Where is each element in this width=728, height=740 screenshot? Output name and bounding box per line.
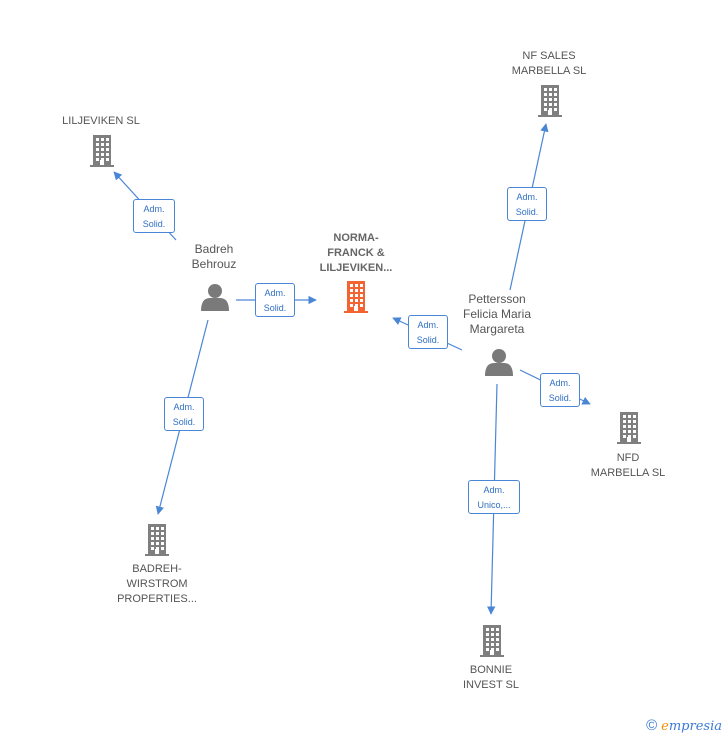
edge-label-pettersson-bonnie[interactable]: Adm. Unico,... — [468, 480, 520, 514]
brand-logo: empresia — [661, 718, 722, 734]
node-label-badreh[interactable]: Badreh Behrouz — [191, 242, 237, 271]
node-label-norma[interactable]: NORMA- FRANCK & LILJEVIKEN... — [319, 232, 393, 274]
edge-label-pettersson-nfd[interactable]: Adm. Solid. — [540, 373, 580, 407]
person-icon-badreh[interactable] — [201, 284, 229, 311]
building-icon-nfd[interactable] — [617, 412, 641, 444]
node-label-bonnie[interactable]: BONNIE INVEST SL — [462, 664, 520, 691]
person-icon-pettersson[interactable] — [485, 349, 513, 376]
node-label-badreh_wirstrom[interactable]: BADREH- WIRSTROM PROPERTIES... — [117, 563, 197, 605]
brand-footer: © empresia — [646, 717, 722, 734]
edge-label-badreh-norma[interactable]: Adm. Solid. — [255, 283, 295, 317]
node-label-liljeviken[interactable]: LILJEVIKEN SL — [62, 115, 140, 127]
edge-label-pettersson-nf_sales[interactable]: Adm. Solid. — [507, 187, 547, 221]
edge-label-badreh-liljeviken[interactable]: Adm. Solid. — [133, 199, 175, 233]
edge-label-pettersson-norma[interactable]: Adm. Solid. — [408, 315, 448, 349]
copyright-symbol: © — [646, 717, 658, 734]
edge-label-badreh-badreh_wirstrom[interactable]: Adm. Solid. — [164, 397, 204, 431]
building-icon-nf_sales[interactable] — [538, 85, 562, 117]
node-label-nf_sales[interactable]: NF SALES MARBELLA SL — [511, 50, 587, 77]
building-icon-norma[interactable] — [344, 281, 368, 313]
building-icon-badreh_wirstrom[interactable] — [145, 524, 169, 556]
node-label-nfd[interactable]: NFD MARBELLA SL — [590, 452, 666, 479]
building-icon-bonnie[interactable] — [480, 625, 504, 657]
building-icon-liljeviken[interactable] — [90, 135, 114, 167]
node-label-pettersson[interactable]: Pettersson Felicia Maria Margareta — [462, 292, 531, 336]
